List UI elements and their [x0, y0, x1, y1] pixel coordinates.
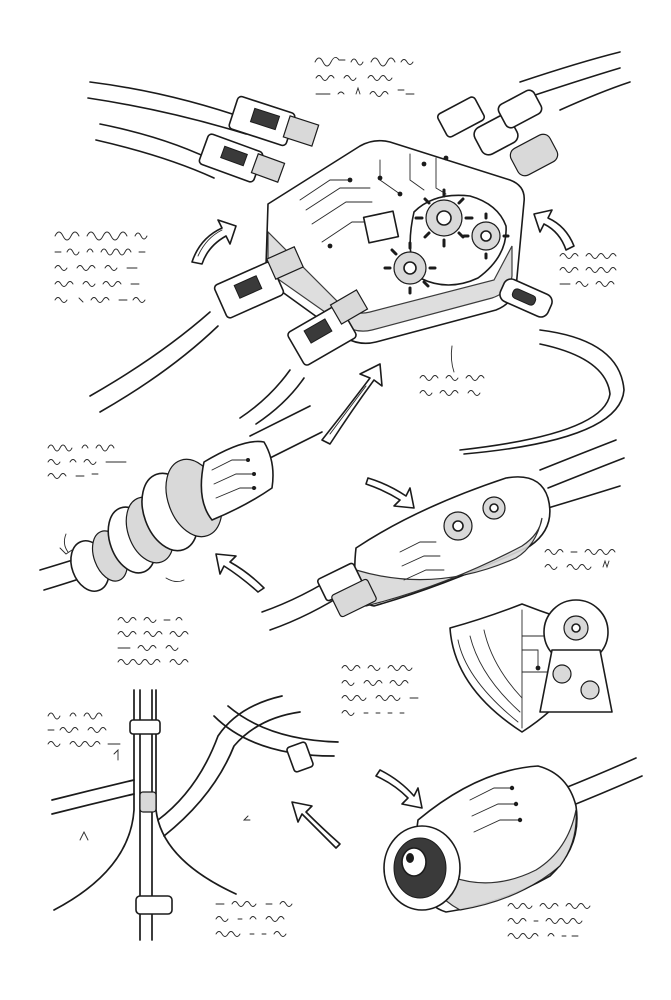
- gear-icon: [564, 616, 588, 640]
- arrow-hub-right: [534, 210, 574, 250]
- usb-c-plug-icon: [497, 276, 554, 319]
- arrow-lens: [376, 770, 422, 808]
- lens-connector-figure: [384, 758, 642, 912]
- scribble-note-inline-module: [545, 550, 615, 570]
- lens-icon: [384, 826, 460, 910]
- gear-icon: [444, 512, 472, 540]
- usb-plug-icon: [228, 96, 318, 147]
- scribble-note-left-hub: [55, 232, 147, 303]
- cable-coupler-figure: [40, 406, 322, 597]
- scribble-note-right-hub: [560, 254, 616, 287]
- shield-keyhole-figure: [450, 600, 612, 732]
- scribble-note-coupler-bottom: [118, 618, 188, 665]
- arrow-splitter: [292, 802, 340, 848]
- scribble-note-splitter: [48, 713, 120, 747]
- scribble-note-top: [315, 57, 414, 96]
- scribble-note-lens: [508, 904, 590, 939]
- scribble-note-coupler: [48, 445, 126, 479]
- scribble-note-hub-base: [420, 376, 484, 396]
- scribble-note-shield: [342, 666, 418, 716]
- arrow-inline-module: [366, 478, 414, 508]
- arrow-coupler: [216, 554, 264, 592]
- scribble-note-splitter-bottom: [216, 902, 292, 937]
- arrow-hub-down: [322, 364, 382, 444]
- arrow-hub-left: [192, 220, 236, 264]
- keyhole-icon: [540, 600, 612, 712]
- gear-icon: [483, 497, 505, 519]
